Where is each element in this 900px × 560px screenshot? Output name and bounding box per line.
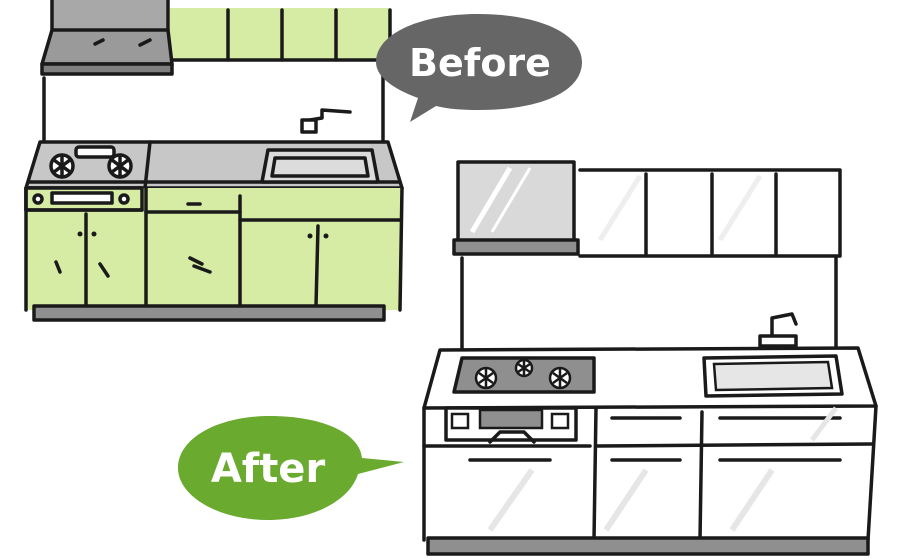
before-bubble: Before bbox=[376, 14, 582, 122]
after-speech-bubble-icon bbox=[178, 416, 404, 520]
new-range-hood bbox=[452, 160, 580, 256]
new-stove-panel bbox=[444, 406, 578, 444]
new-faucet-icon bbox=[758, 312, 798, 348]
new-sink bbox=[702, 354, 844, 398]
before-label: Before bbox=[409, 41, 551, 85]
old-gas-stove-icon bbox=[49, 145, 133, 179]
new-base-cabinets bbox=[422, 404, 878, 542]
old-range-hood bbox=[40, 0, 174, 76]
new-wall-cabinets bbox=[578, 168, 842, 258]
old-sink bbox=[260, 148, 380, 184]
old-plinth bbox=[32, 304, 386, 322]
after-label: After bbox=[211, 446, 326, 492]
old-wall-cabinets bbox=[168, 8, 392, 62]
old-base-cabinets bbox=[24, 186, 404, 312]
before-kitchen bbox=[24, 0, 404, 322]
after-kitchen bbox=[422, 160, 878, 556]
after-bubble: After bbox=[178, 416, 404, 520]
before-speech-bubble-icon bbox=[376, 14, 582, 122]
new-gas-stove-icon bbox=[452, 356, 596, 394]
new-plinth bbox=[426, 536, 870, 556]
old-faucet-icon bbox=[300, 108, 352, 134]
